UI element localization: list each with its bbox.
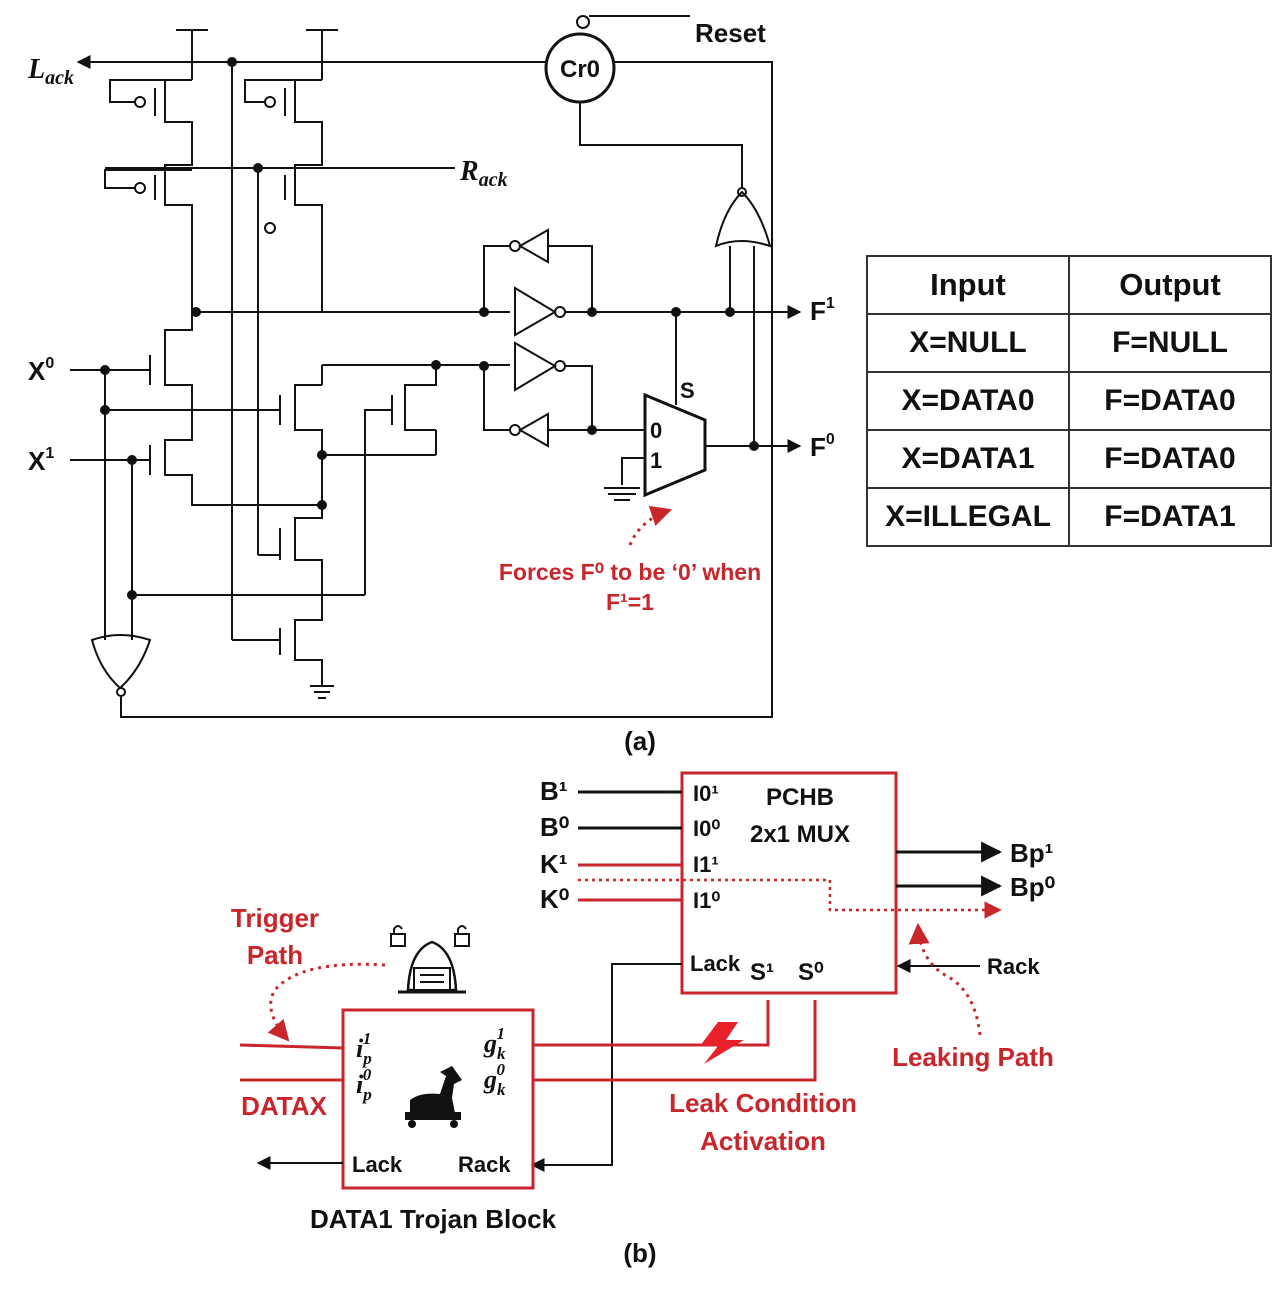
table-row: X=ILLEGAL F=DATA1 [866,487,1272,547]
pchb-s0: S⁰ [798,959,824,986]
table-cell: X=DATA0 [866,371,1070,431]
output-rack: Rack [987,954,1040,979]
pchb-port-i0-0: I0⁰ [693,816,720,841]
trojan-horse-icon [405,1066,462,1128]
table-row: X=NULL F=NULL [866,313,1272,373]
input-k0: K⁰ [540,884,569,914]
table-cell: F=DATA0 [1068,429,1272,489]
trojan-gk0: gk0 [483,1060,506,1099]
table-row: X=DATA1 F=DATA0 [866,429,1272,489]
hacker-icon [390,925,470,994]
trigger-label-1: Trigger [231,903,319,933]
mux-select-label: S [680,378,695,403]
rack-label: Rack [459,156,508,191]
table-cell: X=ILLEGAL [866,487,1070,547]
panel-a-labels: Lack Rack Reset Cr0 X0 X1 F1 F0 S 0 1 Fo… [27,18,835,756]
panel-b-diagram [239,771,1003,1190]
table-cell: F=DATA0 [1068,371,1272,431]
mux-in0-label: 0 [650,418,662,443]
trojan-rack: Rack [458,1152,511,1177]
input-b0: B⁰ [540,812,569,842]
pchb-s1: S¹ [750,959,774,986]
pchb-mux-block [680,771,898,995]
mux-in1-label: 1 [650,448,662,473]
lack-label: Lack [27,54,74,89]
header-output: Output [1068,255,1272,315]
trigger-label-2: Path [247,940,303,970]
trojan-gk1: gk1 [483,1024,506,1063]
f0-label: F0 [810,431,835,462]
leaking-path-label: Leaking Path [892,1042,1054,1072]
pchb-lack: Lack [690,951,741,976]
pchb-title-1: PCHB [766,784,834,811]
trojan-block-name: DATA1 Trojan Block [310,1204,557,1234]
truth-table-header: Input Output [866,255,1272,315]
table-row: X=DATA0 F=DATA0 [866,371,1272,431]
c-element-label: Cr0 [560,56,600,83]
panel-b-labels: B¹ B⁰ K¹ K⁰ I0¹ I0⁰ I1¹ I1⁰ PCHB 2x1 MUX… [231,776,1055,1268]
truth-table: Input Output X=NULL F=NULL X=DATA0 F=DAT… [866,255,1272,547]
pchb-port-i1-1: I1¹ [693,852,719,877]
lightning-icon [700,1022,744,1064]
input-b1: B¹ [540,776,567,806]
annotation-line1: Forces F⁰ to be ‘0’ when [499,559,761,585]
table-cell: X=NULL [866,313,1070,373]
circuit-schematic [70,15,802,718]
annotation-line2: F¹=1 [606,589,654,615]
trojan-block [341,1008,535,1190]
leak-condition-label-1: Leak Condition [669,1088,857,1118]
caption-b: (b) [623,1238,656,1268]
trojan-lack: Lack [352,1152,403,1177]
caption-a: (a) [624,726,656,756]
trojan-ip0: ip0 [356,1065,372,1104]
pchb-port-i1-0: I1⁰ [693,888,720,913]
output-bp0: Bp⁰ [1010,872,1055,902]
table-cell: F=DATA1 [1068,487,1272,547]
x1-label: X1 [28,445,54,476]
input-k1: K¹ [540,849,567,879]
datax-label: DATAX [241,1091,327,1121]
x0-label: X0 [28,355,54,386]
leak-condition-label-2: Activation [700,1126,826,1156]
pchb-port-i0-1: I0¹ [693,781,719,806]
f1-label: F1 [810,295,835,326]
table-cell: F=NULL [1068,313,1272,373]
reset-label: Reset [695,18,766,48]
pchb-title-2: 2x1 MUX [750,821,850,848]
trojan-ip1: ip1 [356,1029,372,1068]
header-input: Input [866,255,1070,315]
output-bp1: Bp¹ [1010,838,1053,868]
table-cell: X=DATA1 [866,429,1070,489]
